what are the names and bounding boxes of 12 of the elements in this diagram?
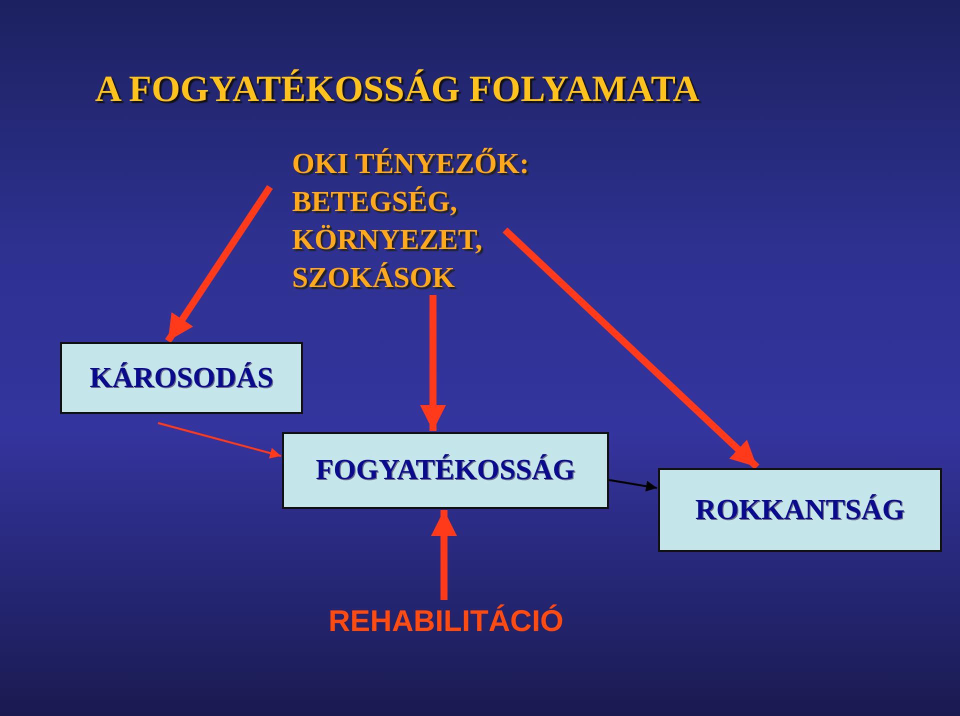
arrow bbox=[165, 185, 273, 343]
cause-text: OKI TÉNYEZŐK: BETEGSÉG, KÖRNYEZET, SZOKÁSOK bbox=[292, 146, 530, 296]
stage-box: KÁROSODÁS bbox=[60, 342, 303, 414]
arrow bbox=[420, 295, 446, 431]
stage-box: ROKKANTSÁG bbox=[658, 468, 942, 552]
arrow bbox=[502, 227, 760, 470]
stage-box: FOGYATÉKOSSÁG bbox=[282, 432, 609, 509]
intervention-text: REHABILITÁCIÓ bbox=[328, 605, 564, 639]
title: A FOGYATÉKOSSÁG FOLYAMATA bbox=[95, 68, 700, 111]
arrow bbox=[158, 422, 282, 458]
arrow bbox=[431, 510, 457, 600]
arrow bbox=[608, 479, 658, 492]
